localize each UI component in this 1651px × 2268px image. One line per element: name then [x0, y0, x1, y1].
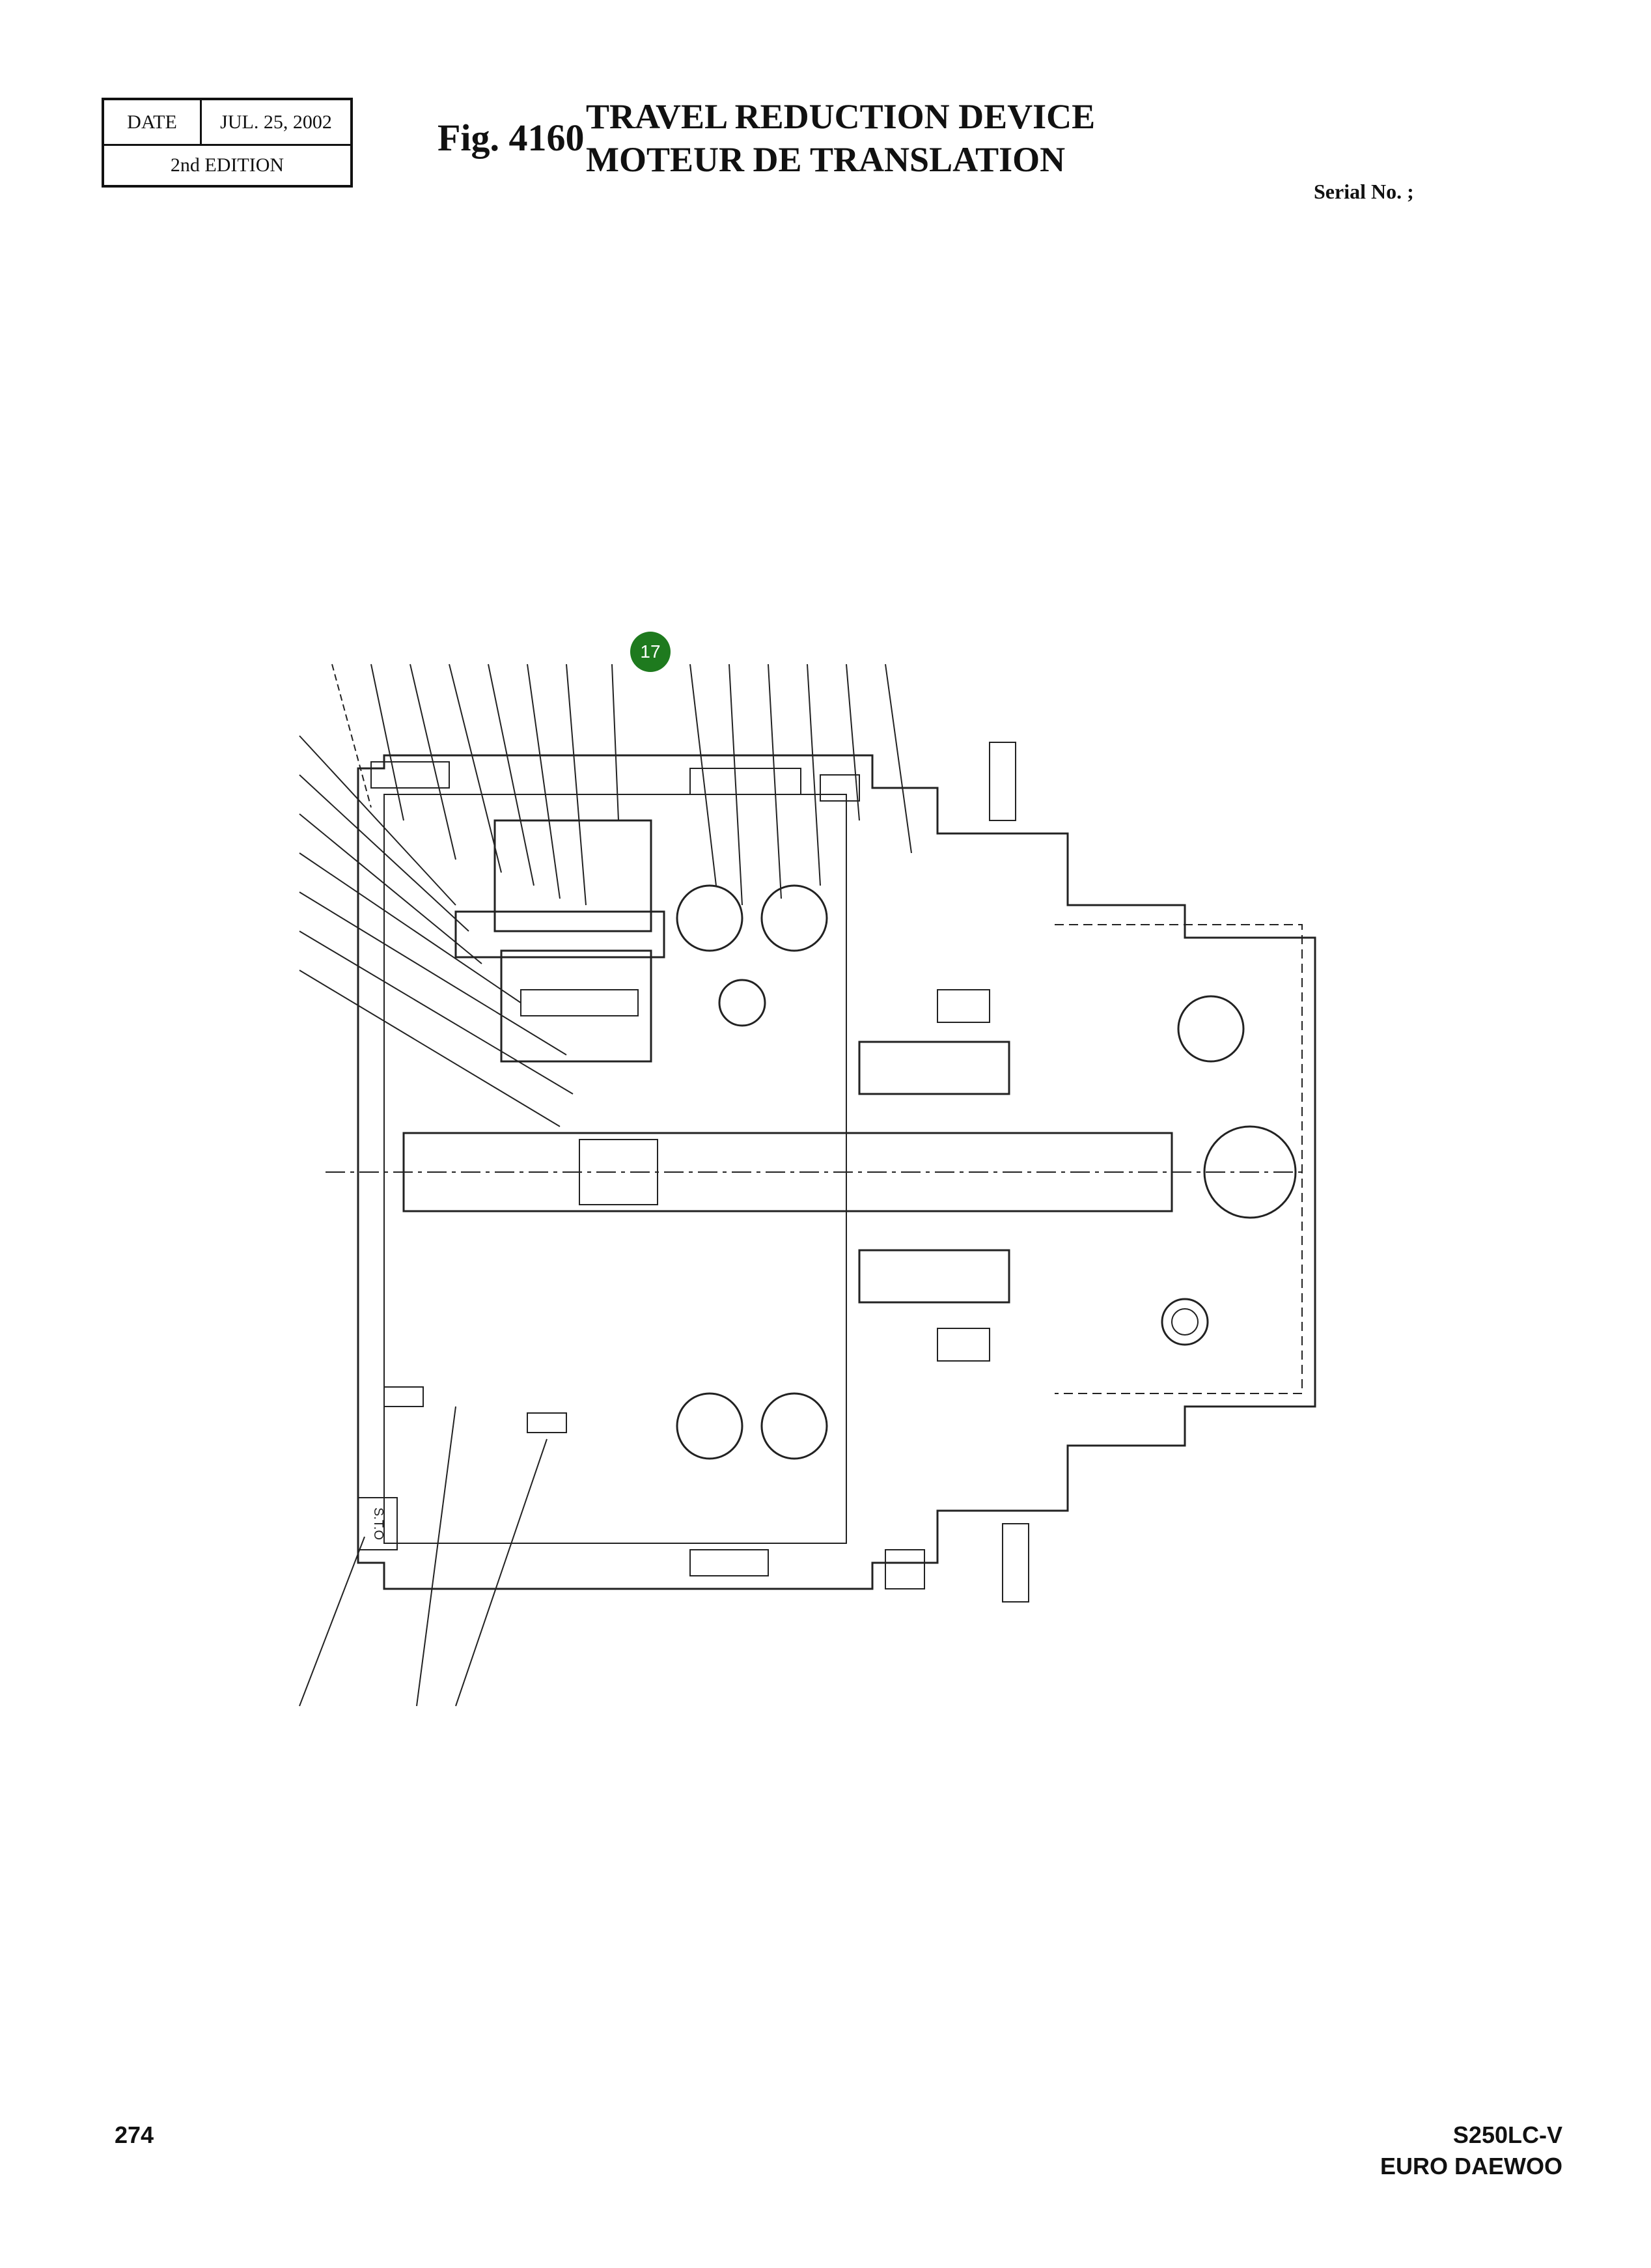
main-shaft	[326, 1132, 1302, 1212]
motor-pistons	[858, 989, 1010, 1362]
planetary-gears	[454, 819, 665, 1063]
date-value: JUL. 25, 2002	[220, 111, 332, 133]
date-edition-box: DATE JUL. 25, 2002 2nd EDITION	[102, 98, 353, 188]
date-label: DATE	[104, 100, 202, 144]
title-english: TRAVEL REDUCTION DEVICE	[586, 97, 1096, 136]
bearings	[676, 884, 1297, 1460]
brand-name: EURO DAEWOO	[1380, 2153, 1562, 2179]
page-number: 274	[115, 2121, 154, 2148]
leader-lines-left	[299, 735, 574, 1127]
callout-17[interactable]: 17	[630, 632, 671, 672]
edition-label: 2nd EDITION	[170, 154, 284, 176]
leader-lines-top	[331, 664, 912, 906]
model-name: S250LC-V	[1452, 2121, 1562, 2148]
title-french: MOTEUR DE TRANSLATION	[586, 140, 1066, 179]
bolts	[370, 742, 1029, 1603]
serial-number-label: Serial No. ;	[1314, 180, 1414, 203]
leader-lines-bottom	[299, 1406, 548, 1707]
svg-text:S.T.O: S.T.O	[371, 1507, 385, 1540]
date-row: DATE JUL. 25, 2002	[104, 100, 350, 146]
sto-stamp: S.T.O	[357, 1497, 398, 1550]
figure-number: Fig. 4160	[437, 117, 585, 159]
exploded-section-drawing: S.T.O	[299, 664, 1316, 1707]
